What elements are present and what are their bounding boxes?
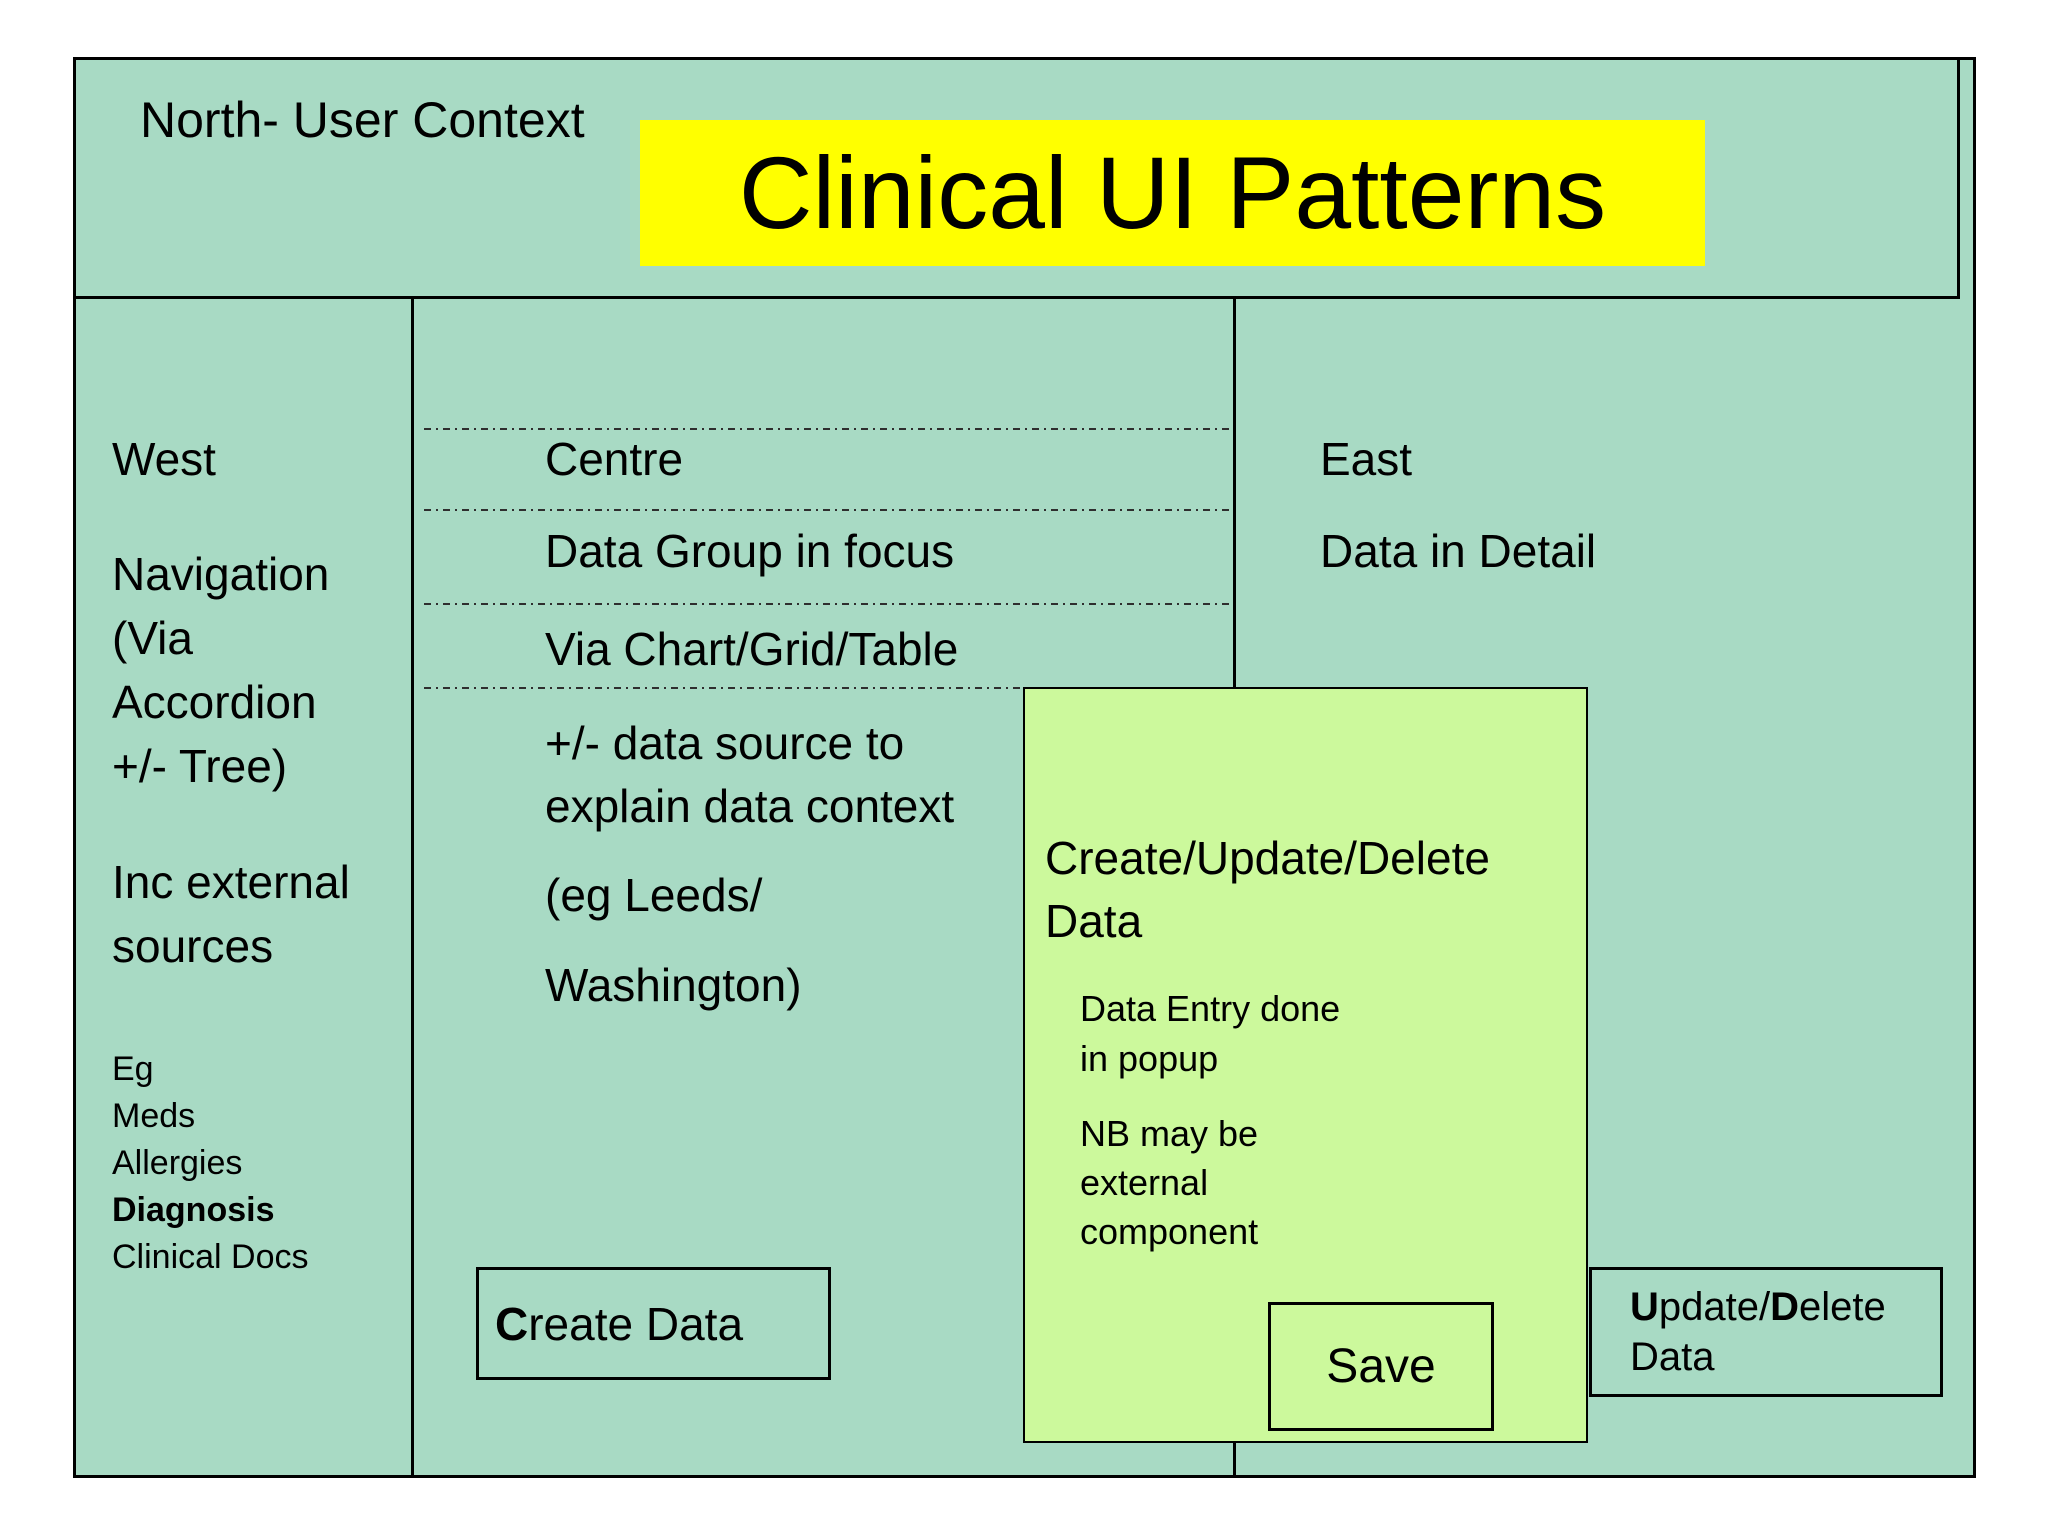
centre-data-source-line: explain data context — [545, 780, 955, 832]
popup-title: Create/Update/Delete Data — [1045, 827, 1490, 953]
list-item: Clinical Docs — [112, 1238, 309, 1276]
list-item: Meds — [112, 1097, 196, 1135]
north-region-label: North- User Context — [140, 92, 585, 148]
save-button[interactable]: Save — [1268, 1302, 1494, 1431]
popup-nb-note-line1: NB may be — [1080, 1113, 1259, 1154]
west-sources-line: Inc external — [112, 856, 350, 908]
popup-entry-note-line2: in popup — [1080, 1038, 1219, 1079]
popup-nb-note-line3: component — [1080, 1211, 1259, 1252]
east-region-label: East — [1320, 433, 1413, 485]
west-examples-list: Eg Meds Allergies Diagnosis Clinical Doc… — [112, 1046, 309, 1281]
centre-focus-label: Data Group in focus — [545, 525, 955, 577]
popup-title-line1: Create/Update/Delete — [1045, 832, 1490, 884]
create-data-label-rest: reate Data — [528, 1297, 744, 1350]
west-sources-note: Inc external sources — [112, 850, 350, 978]
popup-entry-note: Data Entry done in popup — [1080, 984, 1340, 1084]
centre-row-separator-2 — [424, 509, 1231, 511]
centre-data-source-line: +/- data source to — [545, 717, 905, 769]
centre-row-separator-1 — [424, 428, 1231, 430]
west-navigation-line: +/- Tree) — [112, 740, 288, 792]
divider-west-centre — [411, 299, 414, 1478]
update-delete-bold-u: U — [1630, 1285, 1659, 1329]
centre-example-line-2: Washington) — [545, 959, 802, 1011]
list-item-diagnosis: Diagnosis — [112, 1191, 275, 1229]
update-delete-rest1: pdate/ — [1658, 1285, 1771, 1329]
list-item: Allergies — [112, 1144, 243, 1182]
west-region-label: West — [112, 433, 216, 485]
west-navigation-line: Accordion — [112, 676, 317, 728]
centre-row-separator-3 — [424, 603, 1231, 605]
west-navigation-note: Navigation (Via Accordion +/- Tree) — [112, 542, 329, 798]
create-data-button[interactable]: Create Data — [476, 1267, 831, 1380]
centre-data-source-note: +/- data source to explain data context — [545, 712, 954, 838]
page-title: Clinical UI Patterns — [738, 136, 1607, 250]
centre-region-label: Centre — [545, 433, 684, 485]
update-delete-rest2: elete — [1799, 1285, 1886, 1329]
list-item: Eg — [112, 1050, 154, 1088]
centre-example-line-1: (eg Leeds/ — [545, 869, 763, 921]
update-delete-data-button[interactable]: Update/Delete Data — [1589, 1267, 1943, 1397]
centre-row-separator-4 — [424, 687, 1231, 689]
east-subtitle: Data in Detail — [1320, 525, 1597, 577]
save-button-label: Save — [1326, 1340, 1436, 1393]
create-data-label-bold: C — [495, 1297, 529, 1350]
title-highlight-box: Clinical UI Patterns — [640, 120, 1705, 266]
popup-nb-note-line2: external — [1080, 1162, 1209, 1203]
popup-title-line2: Data — [1045, 895, 1143, 947]
create-data-label: Create Data — [495, 1297, 743, 1351]
west-navigation-line: (Via — [112, 612, 193, 664]
popup-nb-note: NB may be external component — [1080, 1109, 1258, 1256]
centre-via-label: Via Chart/Grid/Table — [545, 623, 959, 675]
update-delete-bold-d: D — [1770, 1285, 1799, 1329]
update-delete-label-line2: Data — [1630, 1335, 1715, 1379]
crud-popup: Create/Update/Delete Data Data Entry don… — [1023, 687, 1588, 1443]
west-navigation-line: Navigation — [112, 548, 330, 600]
update-delete-label-line1: Update/Delete — [1630, 1282, 1940, 1332]
popup-entry-note-line1: Data Entry done — [1080, 988, 1341, 1029]
west-sources-line: sources — [112, 920, 274, 972]
